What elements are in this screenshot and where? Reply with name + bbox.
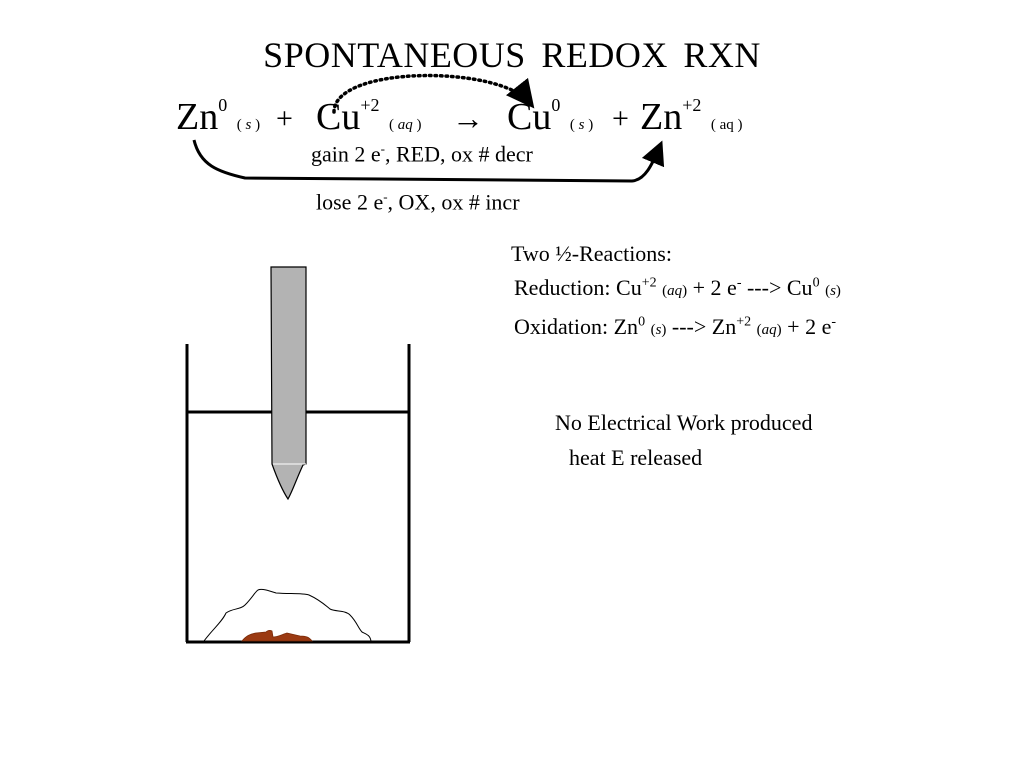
plus-sign-1: + xyxy=(276,102,293,135)
copper-deposit xyxy=(241,629,313,642)
zn-state: ( s ) xyxy=(236,117,261,133)
plus-sign-2: + xyxy=(612,102,629,135)
cu0-charge: 0 xyxy=(551,95,561,115)
half-reactions-heading: Two ½-Reactions: xyxy=(511,241,672,266)
cu0-state: ( s ) xyxy=(569,117,594,133)
oxidation-half-reaction: Oxidation: Zn0 (s) ---> Zn+2 (aq) + 2 e- xyxy=(514,314,836,339)
electron-transfer-arrow xyxy=(332,73,535,114)
zinc-electrode xyxy=(270,266,307,501)
zn2-charge: +2 xyxy=(682,95,702,115)
equation-reactant-zn: Zn0 ( s ) xyxy=(176,95,261,138)
cu-charge: +2 xyxy=(360,95,380,115)
oxidation-arrow xyxy=(192,139,665,183)
beaker xyxy=(185,344,411,644)
zn2-symbol: Zn xyxy=(640,96,683,138)
note-no-electrical-work: No Electrical Work produced xyxy=(555,410,813,435)
oxidation-annotation: lose 2 e-, OX, ox # incr xyxy=(316,189,520,215)
note-heat-released: heat E released xyxy=(569,445,703,470)
reduction-half-reaction: Reduction: Cu+2 (aq) + 2 e- ---> Cu0 (s) xyxy=(514,275,841,300)
heat-cloud xyxy=(203,588,372,642)
page-title: SPONTANEOUS REDOX RXN xyxy=(263,35,761,75)
cu-state: ( aq ) xyxy=(389,117,422,133)
zn-symbol: Zn xyxy=(176,96,219,138)
equation-product-zn: Zn+2 ( aq ) xyxy=(640,95,743,138)
cu-symbol: Cu xyxy=(316,96,361,138)
equation-reactant-cu: Cu+2 ( aq ) xyxy=(316,95,422,138)
reduction-annotation: gain 2 e-, RED, ox # decr xyxy=(311,141,533,167)
zn2-state: ( aq ) xyxy=(710,117,743,133)
zn-charge: 0 xyxy=(218,95,228,115)
reaction-arrow: → xyxy=(452,100,484,136)
